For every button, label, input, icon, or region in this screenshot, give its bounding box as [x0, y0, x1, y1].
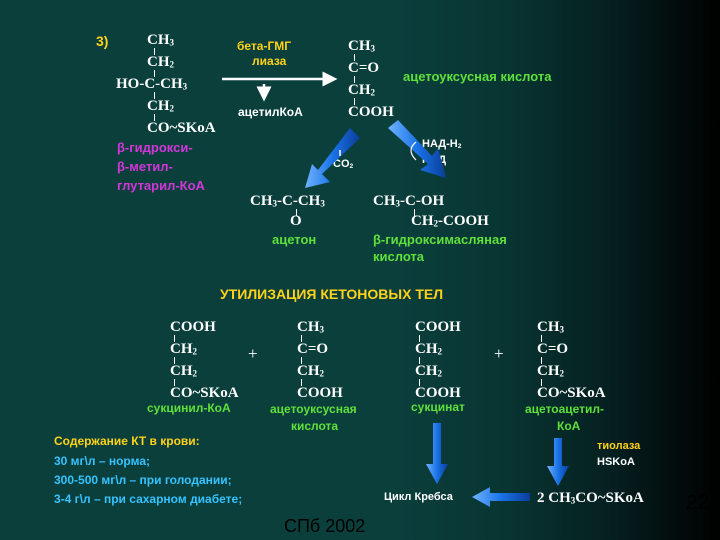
succinyl-line-2: CH2	[170, 341, 197, 357]
hmg-line-1: CH3	[147, 32, 174, 48]
acetoacetyl-line-3: CH2	[537, 363, 564, 379]
acetoacetic2-line-1: CH3	[297, 319, 324, 335]
bond	[541, 357, 542, 364]
succinate-name: сукцинат	[411, 400, 465, 414]
bond	[154, 114, 155, 121]
bond	[414, 209, 415, 216]
bond	[301, 379, 302, 386]
acetoacetyl-name-1: ацетоацетил-	[525, 402, 605, 416]
plus-sign-2: +	[494, 344, 504, 363]
bond	[154, 92, 155, 99]
hmg-line-4: CH2	[147, 98, 174, 114]
bond	[419, 335, 420, 342]
acetyl-coa-label: ацетилКоА	[238, 105, 303, 119]
acetone-name: ацетон	[272, 232, 317, 247]
acetoacetic-line-4: COOH	[348, 104, 394, 120]
nadh-curve	[410, 141, 417, 161]
acetoacetic-line-2: C=O	[348, 60, 380, 76]
krebs-cycle-label: Цикл Кребса	[384, 491, 453, 503]
nadh-line-1: НАД-H2	[422, 138, 462, 150]
succinate-line-1: COOH	[415, 319, 461, 335]
succinyl-line-3: CH2	[170, 363, 197, 379]
acetoacetic-line-3: CH2	[348, 82, 375, 98]
acetoacetic2-line-4: COOH	[297, 385, 343, 401]
bond	[174, 335, 175, 342]
hmg-name-3: глутарил-КоА	[117, 178, 205, 193]
bond	[354, 76, 355, 83]
bond	[419, 379, 420, 386]
acetoacetyl-line-2: C=O	[537, 341, 569, 357]
bond	[301, 335, 302, 342]
hmg-name-1: β-гидрокси-	[117, 140, 193, 155]
acetyl-to-krebs-arrow	[472, 487, 530, 507]
hydroxybutyric-name-2: кислота	[373, 249, 425, 264]
reduction-arrow	[388, 120, 446, 178]
hydroxybutyric-formula-2: CH2-COOH	[411, 213, 489, 229]
succinate-line-2: CH2	[415, 341, 442, 357]
hmg-line-3: HO-C-CH3	[116, 76, 188, 92]
acetoacetic-name: ацетоуксусная кислота	[403, 69, 552, 84]
footer-text: СПб 2002	[284, 516, 366, 536]
slide-number: 22	[686, 491, 710, 514]
acetoacetic2-name-1: ацетоуксусная	[270, 402, 357, 416]
blood-line-3: 3-4 г\л – при сахарном диабете;	[54, 492, 243, 506]
succinate-line-4: COOH	[415, 385, 461, 401]
acetoacetic2-line-2: C=O	[297, 341, 329, 357]
acetone-formula: CH3-C-CH3	[250, 193, 325, 209]
acetoacetyl-to-acetyl-arrow	[547, 438, 569, 486]
acetone-oxygen: O	[290, 213, 302, 229]
plus-sign-1: +	[248, 344, 258, 363]
succinyl-coa-name: сукцинил-КоА	[147, 401, 231, 415]
bond	[154, 48, 155, 55]
acetoacetic2-name-2: кислота	[291, 419, 339, 433]
blood-line-1: 30 мг\л – норма;	[54, 454, 150, 468]
hydroxybutyric-name-1: β-гидроксимасляная	[373, 232, 507, 247]
bond	[541, 379, 542, 386]
thiolase-label: тиолаза	[597, 440, 641, 452]
acetoacetyl-line-1: CH3	[537, 319, 564, 335]
hmg-line-2: CH2	[147, 54, 174, 70]
blood-title: Содержание КТ в крови:	[54, 434, 200, 448]
acetoacetic-line-1: CH3	[348, 38, 375, 54]
enzyme-lyase-line-1: бета-ГМГ	[237, 39, 292, 53]
bond	[354, 54, 355, 61]
section-title: УТИЛИЗАЦИЯ КЕТОНОВЫХ ТЕЛ	[220, 286, 444, 302]
acetoacetyl-name-2: КоА	[557, 419, 581, 433]
hydroxybutyric-formula-1: CH3-C-OH	[373, 193, 445, 209]
bond	[541, 335, 542, 342]
succinate-to-krebs-arrow	[426, 423, 448, 484]
decarboxylation-arrow	[305, 128, 360, 188]
hskoa-label: HSKoA	[597, 456, 635, 468]
bond	[174, 379, 175, 386]
step-label: 3)	[96, 33, 109, 49]
bond	[419, 357, 420, 364]
bond	[296, 209, 297, 216]
succinyl-line-1: COOH	[170, 319, 216, 335]
enzyme-lyase-line-2: лиаза	[252, 54, 287, 68]
hmg-line-5: CO~SKoA	[147, 120, 216, 136]
succinyl-line-4: CO~SKoA	[170, 385, 239, 401]
acetyl-coa-product: 2 CH3CO~SKoA	[537, 490, 644, 506]
bond	[154, 70, 155, 77]
co2-label: CO2	[333, 158, 354, 170]
succinate-line-3: CH2	[415, 363, 442, 379]
bond	[174, 357, 175, 364]
bond	[301, 357, 302, 364]
acetoacetic2-line-3: CH2	[297, 363, 324, 379]
acetoacetyl-line-4: CO~SKoA	[537, 385, 606, 401]
bond	[354, 98, 355, 105]
hmg-name-2: β-метил-	[117, 159, 173, 174]
blood-line-2: 300-500 мг\л – при голодании;	[54, 473, 232, 487]
